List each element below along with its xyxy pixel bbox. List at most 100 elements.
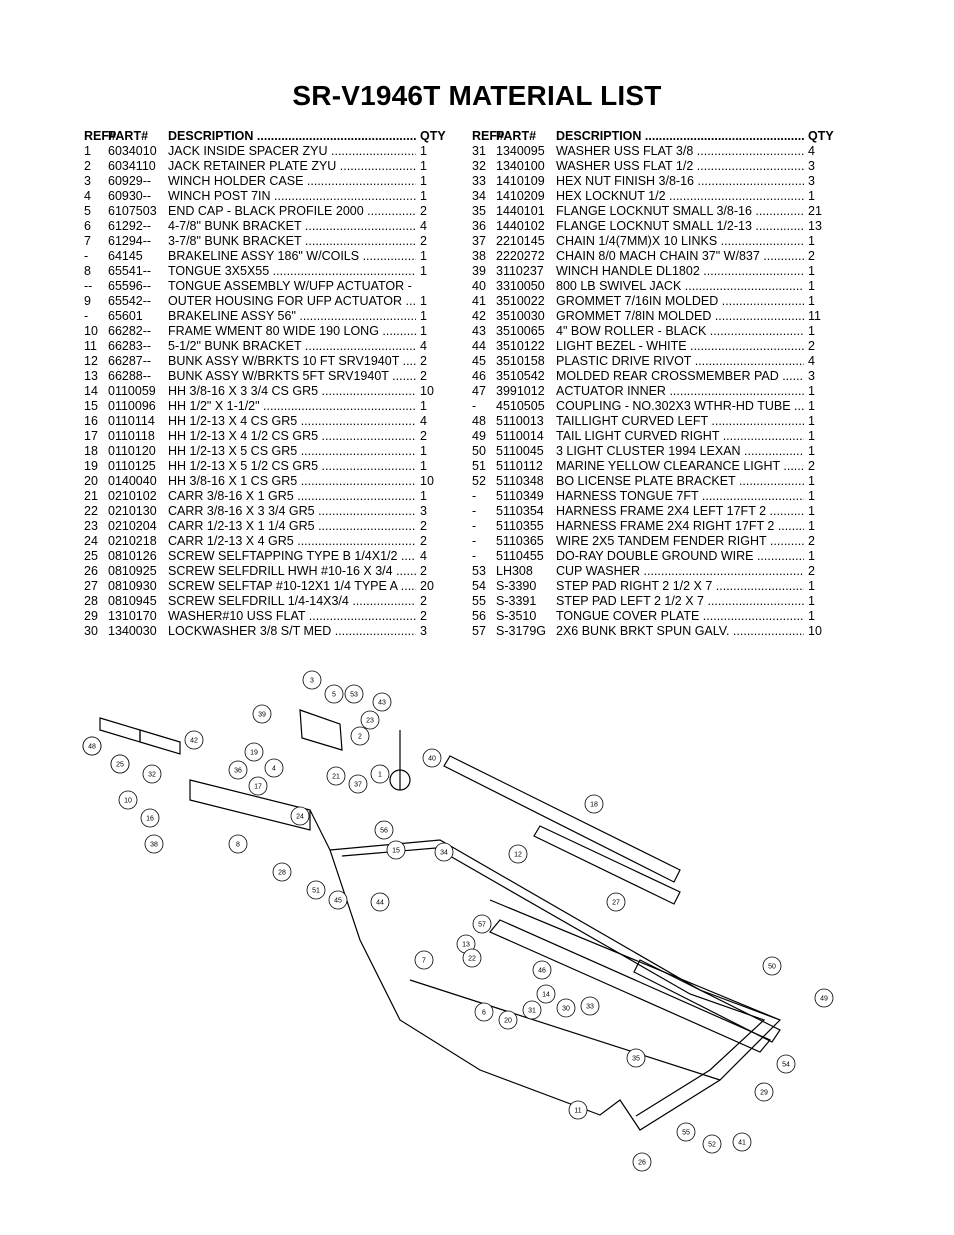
description-cell: TONGUE COVER PLATE (556, 609, 804, 624)
description-cell: WASHER#10 USS FLAT (168, 609, 416, 624)
callout-label: 39 (258, 712, 266, 719)
callout-bubble: 36 (228, 760, 248, 780)
ref-cell: 1 (84, 144, 91, 158)
callout-bubble: 53 (344, 684, 364, 704)
qty-cell: 1 (420, 264, 427, 278)
description-cell: HH 1/2-13 X 5 1/2 CS GR5 (168, 459, 416, 474)
ref-cell: 9 (84, 294, 91, 308)
callout-bubble: 19 (244, 742, 264, 762)
description-cell: FRAME WMENT 80 WIDE 190 LONG (168, 324, 416, 339)
callout-label: 38 (150, 842, 158, 849)
callout-label: 19 (250, 750, 258, 757)
callout-bubble: 12 (508, 844, 528, 864)
ref-cell: 22 (84, 504, 98, 518)
ref-cell: 31 (472, 144, 486, 158)
qty-cell: 21 (808, 204, 822, 218)
part-number-cell: 5110365 (496, 534, 544, 548)
ref-cell: 50 (472, 444, 486, 458)
ref-cell: 47 (472, 384, 486, 398)
callout-label: 35 (632, 1056, 640, 1063)
ref-cell: -- (84, 279, 93, 293)
exploded-assembly-diagram: 4793210163884236171943935534323212137402… (82, 670, 834, 1172)
callout-bubble: 30 (556, 998, 576, 1018)
part-number-cell: 60929-- (108, 174, 152, 188)
description-cell: WIRE 2X5 TANDEM FENDER RIGHT (556, 534, 804, 549)
callout-label: 49 (820, 996, 828, 1003)
callout-label: 37 (354, 782, 362, 789)
callout-bubble: 29 (754, 1082, 774, 1102)
ref-cell: - (84, 309, 89, 323)
callout-bubble: 7 (414, 950, 434, 970)
qty-cell: 4 (420, 414, 427, 428)
part-number-cell: 1410209 (496, 189, 545, 203)
callout-label: 21 (332, 774, 340, 781)
qty-cell: 2 (420, 204, 427, 218)
description-cell: TAIL LIGHT CURVED RIGHT (556, 429, 804, 444)
ref-cell: 11 (84, 339, 97, 353)
callout-bubble: 24 (290, 806, 310, 826)
description-cell: FLANGE LOCKNUT SMALL 3/8-16 (556, 204, 804, 219)
description-cell: OUTER HOUSING FOR UFP ACTUATOR (168, 294, 416, 309)
part-number-cell: 66282-- (108, 324, 152, 338)
ref-cell: - (472, 549, 477, 563)
ref-cell: 55 (472, 594, 486, 608)
ref-cell: 29 (84, 609, 98, 623)
qty-cell: 4 (808, 354, 815, 368)
part-number-cell: 0110114 (108, 414, 155, 428)
description-cell: STEP PAD RIGHT 2 1/2 X 7 (556, 579, 804, 594)
header-ref: REF# (84, 129, 116, 143)
callout-label: 8 (236, 842, 240, 849)
part-number-cell: 0810925 (108, 564, 157, 578)
callout-label: 13 (462, 942, 470, 949)
description-cell: CARR 3/8-16 X 1 GR5 (168, 489, 416, 504)
callout-label: 27 (612, 900, 620, 907)
callout-bubble: 14 (536, 984, 556, 1004)
part-number-cell: 60930-- (108, 189, 152, 203)
callout-bubble: 33 (580, 996, 600, 1016)
ref-cell: 30 (84, 624, 98, 638)
callout-label: 29 (760, 1090, 768, 1097)
part-number-cell: 5110354 (496, 504, 544, 518)
callout-bubble: 35 (626, 1048, 646, 1068)
ref-cell: 52 (472, 474, 486, 488)
description-cell: DO-RAY DOUBLE GROUND WIRE (556, 549, 804, 564)
qty-cell: 2 (420, 609, 427, 623)
ref-cell: - (84, 249, 89, 263)
ref-cell: 53 (472, 564, 486, 578)
callout-bubble: 18 (584, 794, 604, 814)
part-number-cell: 3510065 (496, 324, 545, 338)
callout-bubble: 43 (372, 692, 392, 712)
part-number-cell: 65541-- (108, 264, 152, 278)
part-number-cell: 61294-- (108, 234, 152, 248)
part-number-cell: 0110059 (108, 384, 156, 398)
part-number-cell: LH308 (496, 564, 533, 578)
part-number-cell: 0210130 (108, 504, 157, 518)
qty-cell: 2 (420, 519, 427, 533)
callout-bubble: 26 (632, 1152, 652, 1172)
callout-label: 40 (428, 756, 436, 763)
qty-cell: 1 (808, 189, 815, 203)
ref-cell: 10 (84, 324, 98, 338)
part-number-cell: 64145 (108, 249, 143, 263)
callout-bubble: 5 (324, 684, 344, 704)
callout-bubble: 49 (814, 988, 834, 1008)
description-cell: FLANGE LOCKNUT SMALL 1/2-13 (556, 219, 804, 234)
part-number-cell: 3991012 (496, 384, 545, 398)
ref-cell: 16 (84, 414, 98, 428)
callout-bubble: 11 (568, 1100, 588, 1120)
